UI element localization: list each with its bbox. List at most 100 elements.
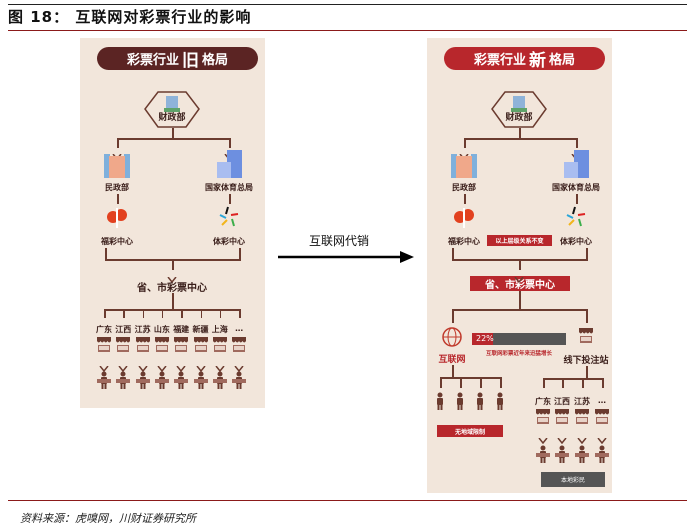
connector-line [519,259,521,270]
header-text: 彩票行业 [473,53,526,68]
store-icon [574,408,590,425]
header-big: 新 [529,51,546,71]
header-text: 彩票行业 [126,53,179,68]
connector-line [460,377,462,388]
civil-affairs-building-icon [451,150,477,178]
province-label: 江西 [115,325,132,334]
lottery-player-icon [553,445,571,463]
store-icon [135,336,151,353]
source-note: 资料来源：虎嗅网，川财证券研究所 [20,512,196,525]
connector-line [602,378,604,388]
province-label: 江苏 [134,325,151,334]
old-header: 彩票行业旧格局 [97,47,258,71]
down-arrow-icon [538,429,548,445]
lottery-player-icon [534,445,552,463]
connector-line [229,194,231,204]
provincial-center-label: 省、市彩票中心 [137,283,207,294]
unchanged-note: 以上层级关系不变 [487,235,552,246]
welfare-lottery-logo-icon [453,206,475,228]
province-label: 上海 [211,325,228,334]
header-suffix: 格局 [202,53,229,68]
down-arrow-icon [118,357,128,373]
down-arrow-icon [138,357,148,373]
new-header: 彩票行业新格局 [444,47,605,71]
connector-line [123,309,125,318]
growth-bar: 22% [472,333,566,345]
connector-line [500,377,502,388]
welfare-center-label: 福彩中心 [448,237,480,246]
sports-administration-building-icon [562,150,590,178]
growth-bar-fill [472,333,493,345]
lottery-player-icon [230,371,248,389]
store-icon [554,408,570,425]
down-arrow-icon [99,357,109,373]
connector-line [464,194,466,204]
connector-line [562,378,564,388]
new-structure-panel: 彩票行业新格局 以上层级关系不变 省、市彩票中心 22% 互联网彩票近年来迅猛增… [427,38,612,493]
connector-line [117,138,230,140]
connector-line [452,309,454,323]
store-icon [535,408,551,425]
store-icon [231,336,247,353]
civil-affairs-building-icon [104,150,130,178]
internet-globe-icon [441,326,463,348]
lottery-player-icon [573,445,591,463]
province-label: 江苏 [574,397,590,406]
connector-line [104,309,106,318]
connector-line [105,248,107,260]
ministry-of-finance-icon [491,91,547,128]
footer-rule [8,500,687,501]
connector-line [582,378,584,388]
down-arrow-icon [157,357,167,373]
down-arrow-icon [176,357,186,373]
lottery-player-icon [153,371,171,389]
store-icon [154,336,170,353]
connector-line [172,293,174,310]
connector-line [117,194,119,204]
lottery-player-icon [192,371,210,389]
connector-line [239,309,241,318]
civil-affairs-label: 民政部 [452,183,476,192]
header-suffix: 格局 [549,53,576,68]
connector-line [543,378,603,380]
arrow-label: 互联网代销 [309,234,370,248]
connector-line [452,365,454,378]
connector-line [440,377,442,388]
province-label: 新疆 [192,325,209,334]
right-arrow-icon [278,251,414,263]
connector-line [452,309,587,311]
growth-percent: 22% [476,334,494,343]
connector-line [172,259,174,270]
province-label: 广东 [96,325,112,334]
province-label: 山东 [153,325,170,334]
down-arrow-icon [195,357,206,373]
store-icon [578,327,594,344]
header-big: 旧 [182,51,199,71]
local-players-box: 本地彩民 [541,472,605,487]
sports-administration-building-icon [215,150,243,178]
sports-admin-label: 国家体育总局 [552,183,600,192]
down-arrow-icon [234,357,244,373]
sports-center-label: 体彩中心 [213,237,245,246]
connector-line [576,138,578,148]
store-icon [96,336,112,353]
connector-line [117,138,119,148]
lottery-player-icon [172,371,190,389]
connector-line [464,138,466,148]
province-label: … [598,396,606,405]
province-label: 广东 [535,397,551,406]
connector-line [586,309,588,323]
down-arrow-icon [215,357,225,373]
store-icon [212,336,228,353]
lottery-player-icon [471,392,489,410]
store-icon [115,336,131,353]
lottery-player-icon [451,392,469,410]
lottery-player-icon [134,371,152,389]
sports-center-label: 体彩中心 [560,237,592,246]
connector-line [161,309,164,318]
province-label: 福建 [173,325,190,334]
welfare-center-label: 福彩中心 [101,237,133,246]
connector-line [452,248,454,260]
connector-line [576,194,578,204]
